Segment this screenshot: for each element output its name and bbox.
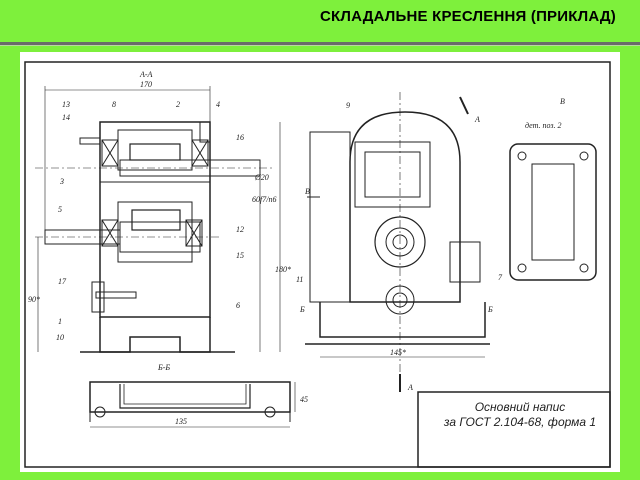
callout-13: 13: [62, 100, 70, 109]
callout-11: 11: [296, 275, 303, 284]
marker-b-right: Б: [487, 305, 493, 314]
title-block-line2: за ГОСТ 2.104-68, форма 1: [443, 415, 597, 429]
drawing-frame: [24, 61, 611, 468]
title-divider-highlight: [0, 45, 640, 46]
dim-135: 135: [175, 417, 187, 426]
callout-1: 1: [58, 317, 62, 326]
callout-numbers: 13 14 8 2 4 16 3 5 12 15 17 1 10 6 9 11 …: [56, 100, 503, 342]
section-bb-view: [89, 381, 296, 428]
callout-14: 14: [62, 113, 70, 122]
detail-label: дет. поз. 2: [525, 121, 561, 130]
section-bb-label: Б-Б: [157, 363, 170, 372]
callout-5: 5: [58, 205, 62, 214]
marker-a-bottom: А: [407, 383, 413, 392]
callout-7: 7: [498, 273, 503, 282]
drawing-sheet: А-А 170 Б-Б В дет. поз. 2 145* 135 45 18…: [20, 52, 620, 472]
section-aa-view: [35, 86, 281, 353]
view-b-label: В: [560, 97, 565, 106]
section-aa-label: А-А: [139, 70, 153, 79]
assembly-drawing: А-А 170 Б-Б В дет. поз. 2 145* 135 45 18…: [24, 61, 611, 468]
dim-20: Ø20: [254, 173, 269, 182]
callout-8: 8: [112, 100, 116, 109]
callout-4: 4: [216, 100, 220, 109]
dim-170: 170: [140, 80, 152, 89]
callout-9: 9: [346, 101, 350, 110]
marker-b-left: Б: [299, 305, 305, 314]
callout-16: 16: [236, 133, 244, 142]
title-block-text: Основний напис за ГОСТ 2.104-68, форма 1: [440, 400, 600, 430]
callout-12: 12: [236, 225, 244, 234]
title-block-line1: Основний напис: [474, 400, 566, 414]
title-block: [417, 391, 611, 468]
callout-3: 3: [59, 177, 64, 186]
front-view: [305, 92, 490, 392]
callout-15: 15: [236, 251, 244, 260]
dim-180: 180*: [275, 265, 291, 274]
callout-17: 17: [58, 277, 67, 286]
title-divider: [0, 42, 640, 45]
callout-10: 10: [56, 333, 64, 342]
callout-2: 2: [176, 100, 180, 109]
callout-6: 6: [236, 301, 240, 310]
dim-60: 60f7/n6: [252, 195, 276, 204]
dim-145: 145*: [390, 348, 406, 357]
dim-45: 45: [300, 395, 308, 404]
dim-90: 90*: [28, 295, 40, 304]
detail-view-b: [509, 143, 597, 281]
slide-title: СКЛАДАЛЬНЕ КРЕСЛЕННЯ (ПРИКЛАД): [320, 8, 616, 25]
marker-v: В: [305, 187, 310, 196]
marker-a-top: А: [474, 115, 480, 124]
